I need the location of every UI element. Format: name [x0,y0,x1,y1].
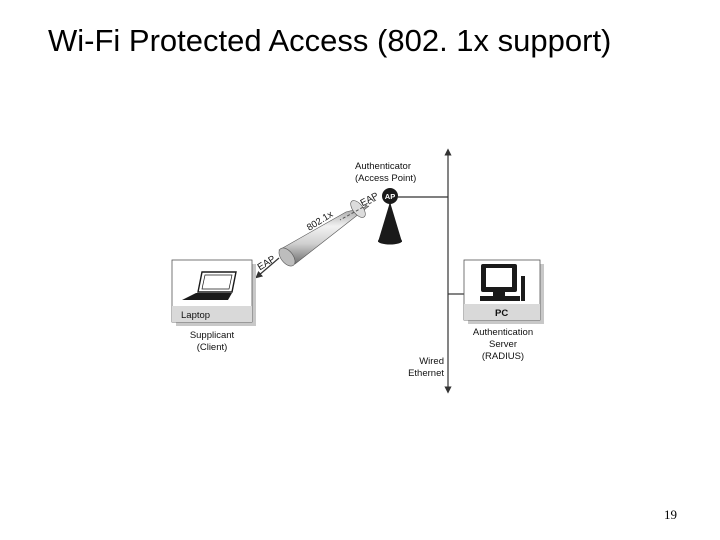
ethernet-label: Ethernet [408,368,444,379]
slide-title: Wi-Fi Protected Access (802. 1x support) [48,23,612,58]
8021x-tunnel [278,200,370,267]
laptop-label: Laptop [181,310,210,321]
pc-icon [480,264,525,301]
supplicant-sublabel: (Client) [197,342,228,353]
supplicant-label: Supplicant [190,330,235,341]
eap-label-laptop: EAP [256,254,278,273]
ap-badge: AP [385,192,395,201]
access-point-icon: AP [378,188,402,245]
radius-label: (RADIUS) [482,351,524,362]
wireless-link-arrow [255,257,280,279]
server-box: PC [463,259,544,324]
authenticator-label: Authenticator [355,161,411,172]
wireless-link-dashed [339,199,377,221]
pc-label: PC [495,308,508,319]
wired-label: Wired [419,356,444,367]
authenticator-sublabel: (Access Point) [355,173,416,184]
laptop-icon [182,271,237,300]
wpa-8021x-diagram: Authenticator (Access Point) EAP AP 802.… [150,140,570,400]
page-number: 19 [664,507,677,522]
auth-server-label: Authentication [473,327,533,338]
laptop-box: Laptop [171,259,256,326]
diagram-canvas: Authenticator (Access Point) EAP AP 802.… [171,148,544,394]
auth-server-sublabel: Server [489,339,517,350]
